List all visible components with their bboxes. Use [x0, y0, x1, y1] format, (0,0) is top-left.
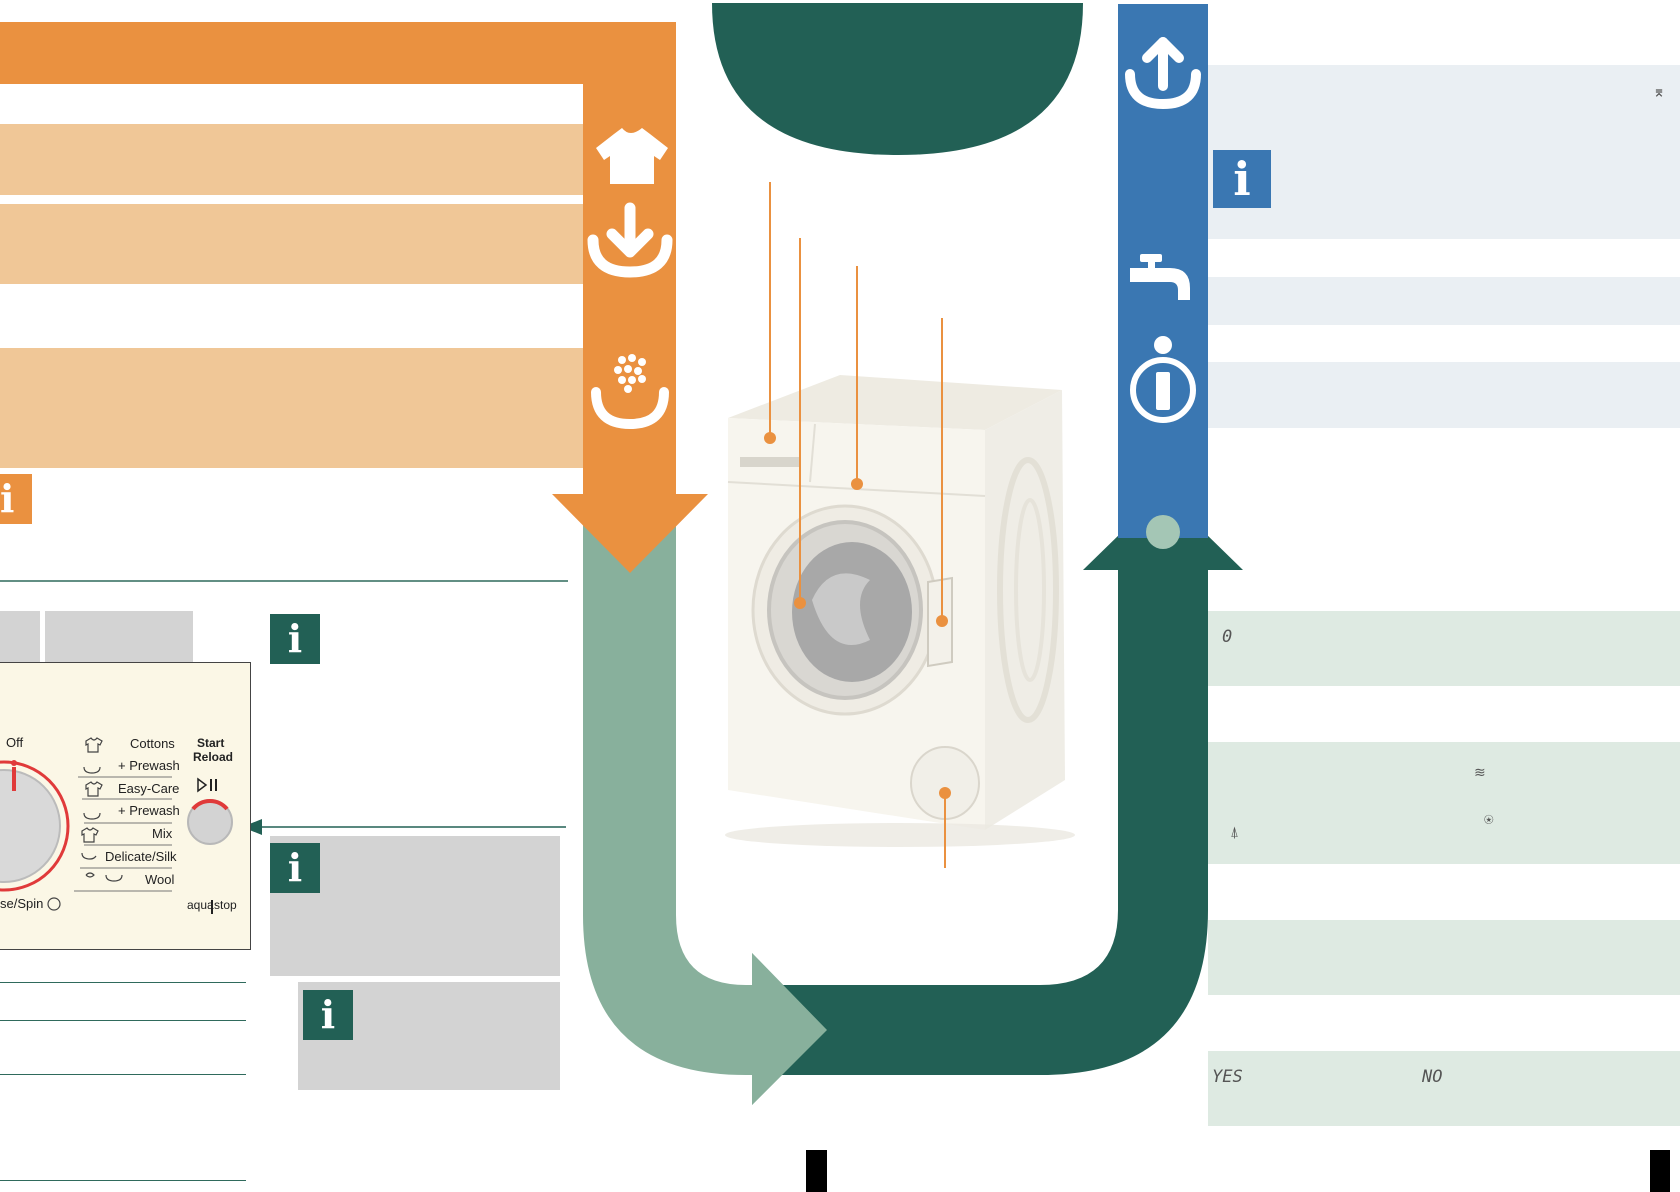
table-header-cell-2 [45, 611, 193, 663]
info-circle-icon [1130, 336, 1196, 423]
info-icon: i [303, 990, 353, 1040]
step-box-3 [0, 348, 583, 468]
reload-label: Reload [193, 750, 234, 764]
page-marker-left [806, 1150, 827, 1192]
page-marker-right [1650, 1150, 1670, 1192]
programme-cottons[interactable]: Cottons [130, 736, 175, 751]
orange-arrow-head [552, 494, 708, 573]
top-half-circle [712, 3, 1083, 155]
divider-line [0, 1074, 246, 1075]
divider-line [0, 1180, 246, 1181]
info-icon: i [1213, 150, 1271, 208]
callout-dots [764, 432, 951, 799]
callout-lines [769, 182, 946, 868]
programme-easy-care-prewash[interactable]: + Prewash [118, 803, 180, 818]
start-label: Start [197, 736, 225, 750]
display-box-4 [1208, 1051, 1680, 1126]
step-box-2 [0, 204, 583, 284]
tap-icon [1130, 254, 1190, 300]
display-yes: YES [1212, 1067, 1243, 1087]
display-box-1 [1208, 611, 1680, 686]
off-label: Off [6, 735, 24, 750]
programme-easy-care[interactable]: Easy-Care [118, 781, 180, 796]
control-panel: Off Cottons + Prewash Easy-Care + Prewas… [0, 662, 251, 950]
display-box-2 [1208, 742, 1680, 864]
pointer-arrow-head [242, 819, 262, 835]
detergent-icon [591, 354, 669, 430]
divider-line [0, 1020, 246, 1021]
light-green-flow [583, 498, 780, 1075]
info-icon: i [270, 614, 320, 664]
programme-dial[interactable] [0, 663, 251, 951]
rinse-spin-label: se/Spin [0, 896, 44, 911]
right-box-3 [1208, 362, 1680, 428]
info-icon: i [0, 474, 32, 524]
programme-delicate-silk[interactable]: Delicate/Silk [105, 849, 177, 864]
right-box-2 [1208, 277, 1680, 325]
programme-mix[interactable]: Mix [152, 826, 173, 841]
intensive-symbol-icon: ≋ [1474, 764, 1486, 780]
drain-symbol-icon: ⌆ [1652, 84, 1666, 101]
status-dot [1146, 515, 1180, 549]
load-down-icon [587, 202, 673, 278]
divider-line [0, 982, 246, 983]
top-orange-band [0, 22, 676, 84]
right-box-1 [1208, 65, 1680, 239]
aquastop-label-right: stop [214, 898, 237, 912]
dark-green-flow [780, 565, 1208, 1075]
step-box-1 [0, 124, 583, 195]
display-box-3 [1208, 920, 1680, 995]
tshirt-icon [596, 128, 668, 184]
programme-wool[interactable]: Wool [145, 872, 175, 887]
info-icon: i [270, 843, 320, 893]
table-header-cell-1 [0, 611, 40, 663]
unload-up-icon [1125, 37, 1201, 110]
aquastop-label-left: aqua [187, 898, 214, 912]
washing-machine-illustration [725, 375, 1075, 847]
spin-symbol-icon: ⍋ [1230, 824, 1240, 841]
display-no: NO [1422, 1067, 1443, 1087]
rinse-hold-symbol-icon: ⍟ [1484, 812, 1494, 829]
display-zero: 0 [1222, 627, 1233, 647]
programme-cottons-prewash[interactable]: + Prewash [118, 758, 180, 773]
